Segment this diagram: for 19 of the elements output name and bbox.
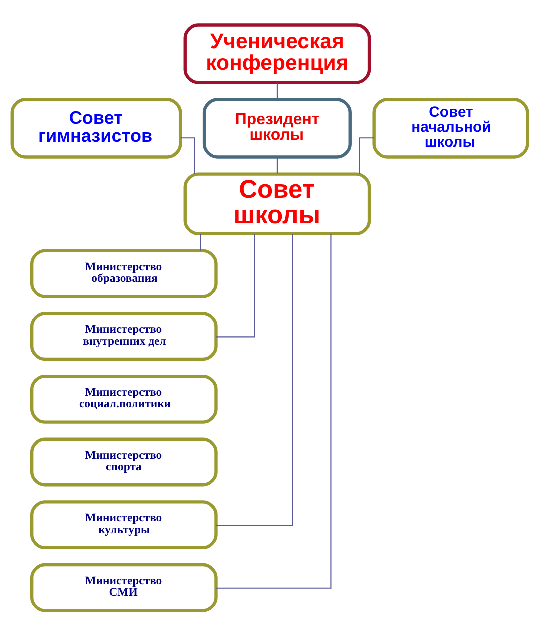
node-box: Министерство культуры xyxy=(30,500,218,550)
connector xyxy=(216,234,294,526)
node-box: Совет гимназистов xyxy=(10,98,182,159)
connector xyxy=(276,158,278,174)
node-box: Ученическая конференция xyxy=(184,24,372,84)
node-box: Министерство образования xyxy=(30,249,218,298)
connector xyxy=(359,138,374,174)
node-box: Министерство спорта xyxy=(30,438,218,487)
connector xyxy=(276,83,278,100)
connector xyxy=(180,138,196,174)
connector xyxy=(200,234,202,251)
connector xyxy=(216,234,332,589)
node-box: Министерство СМИ xyxy=(30,563,218,612)
connector xyxy=(216,234,256,338)
node-box: Совет начальной школы xyxy=(372,98,530,159)
node-box: Президент школы xyxy=(202,98,352,159)
node-box: Министерство социал.политики xyxy=(30,374,218,424)
node-box: Совет школы xyxy=(184,172,372,236)
node-box: Министерство внутренних дел xyxy=(30,312,218,362)
